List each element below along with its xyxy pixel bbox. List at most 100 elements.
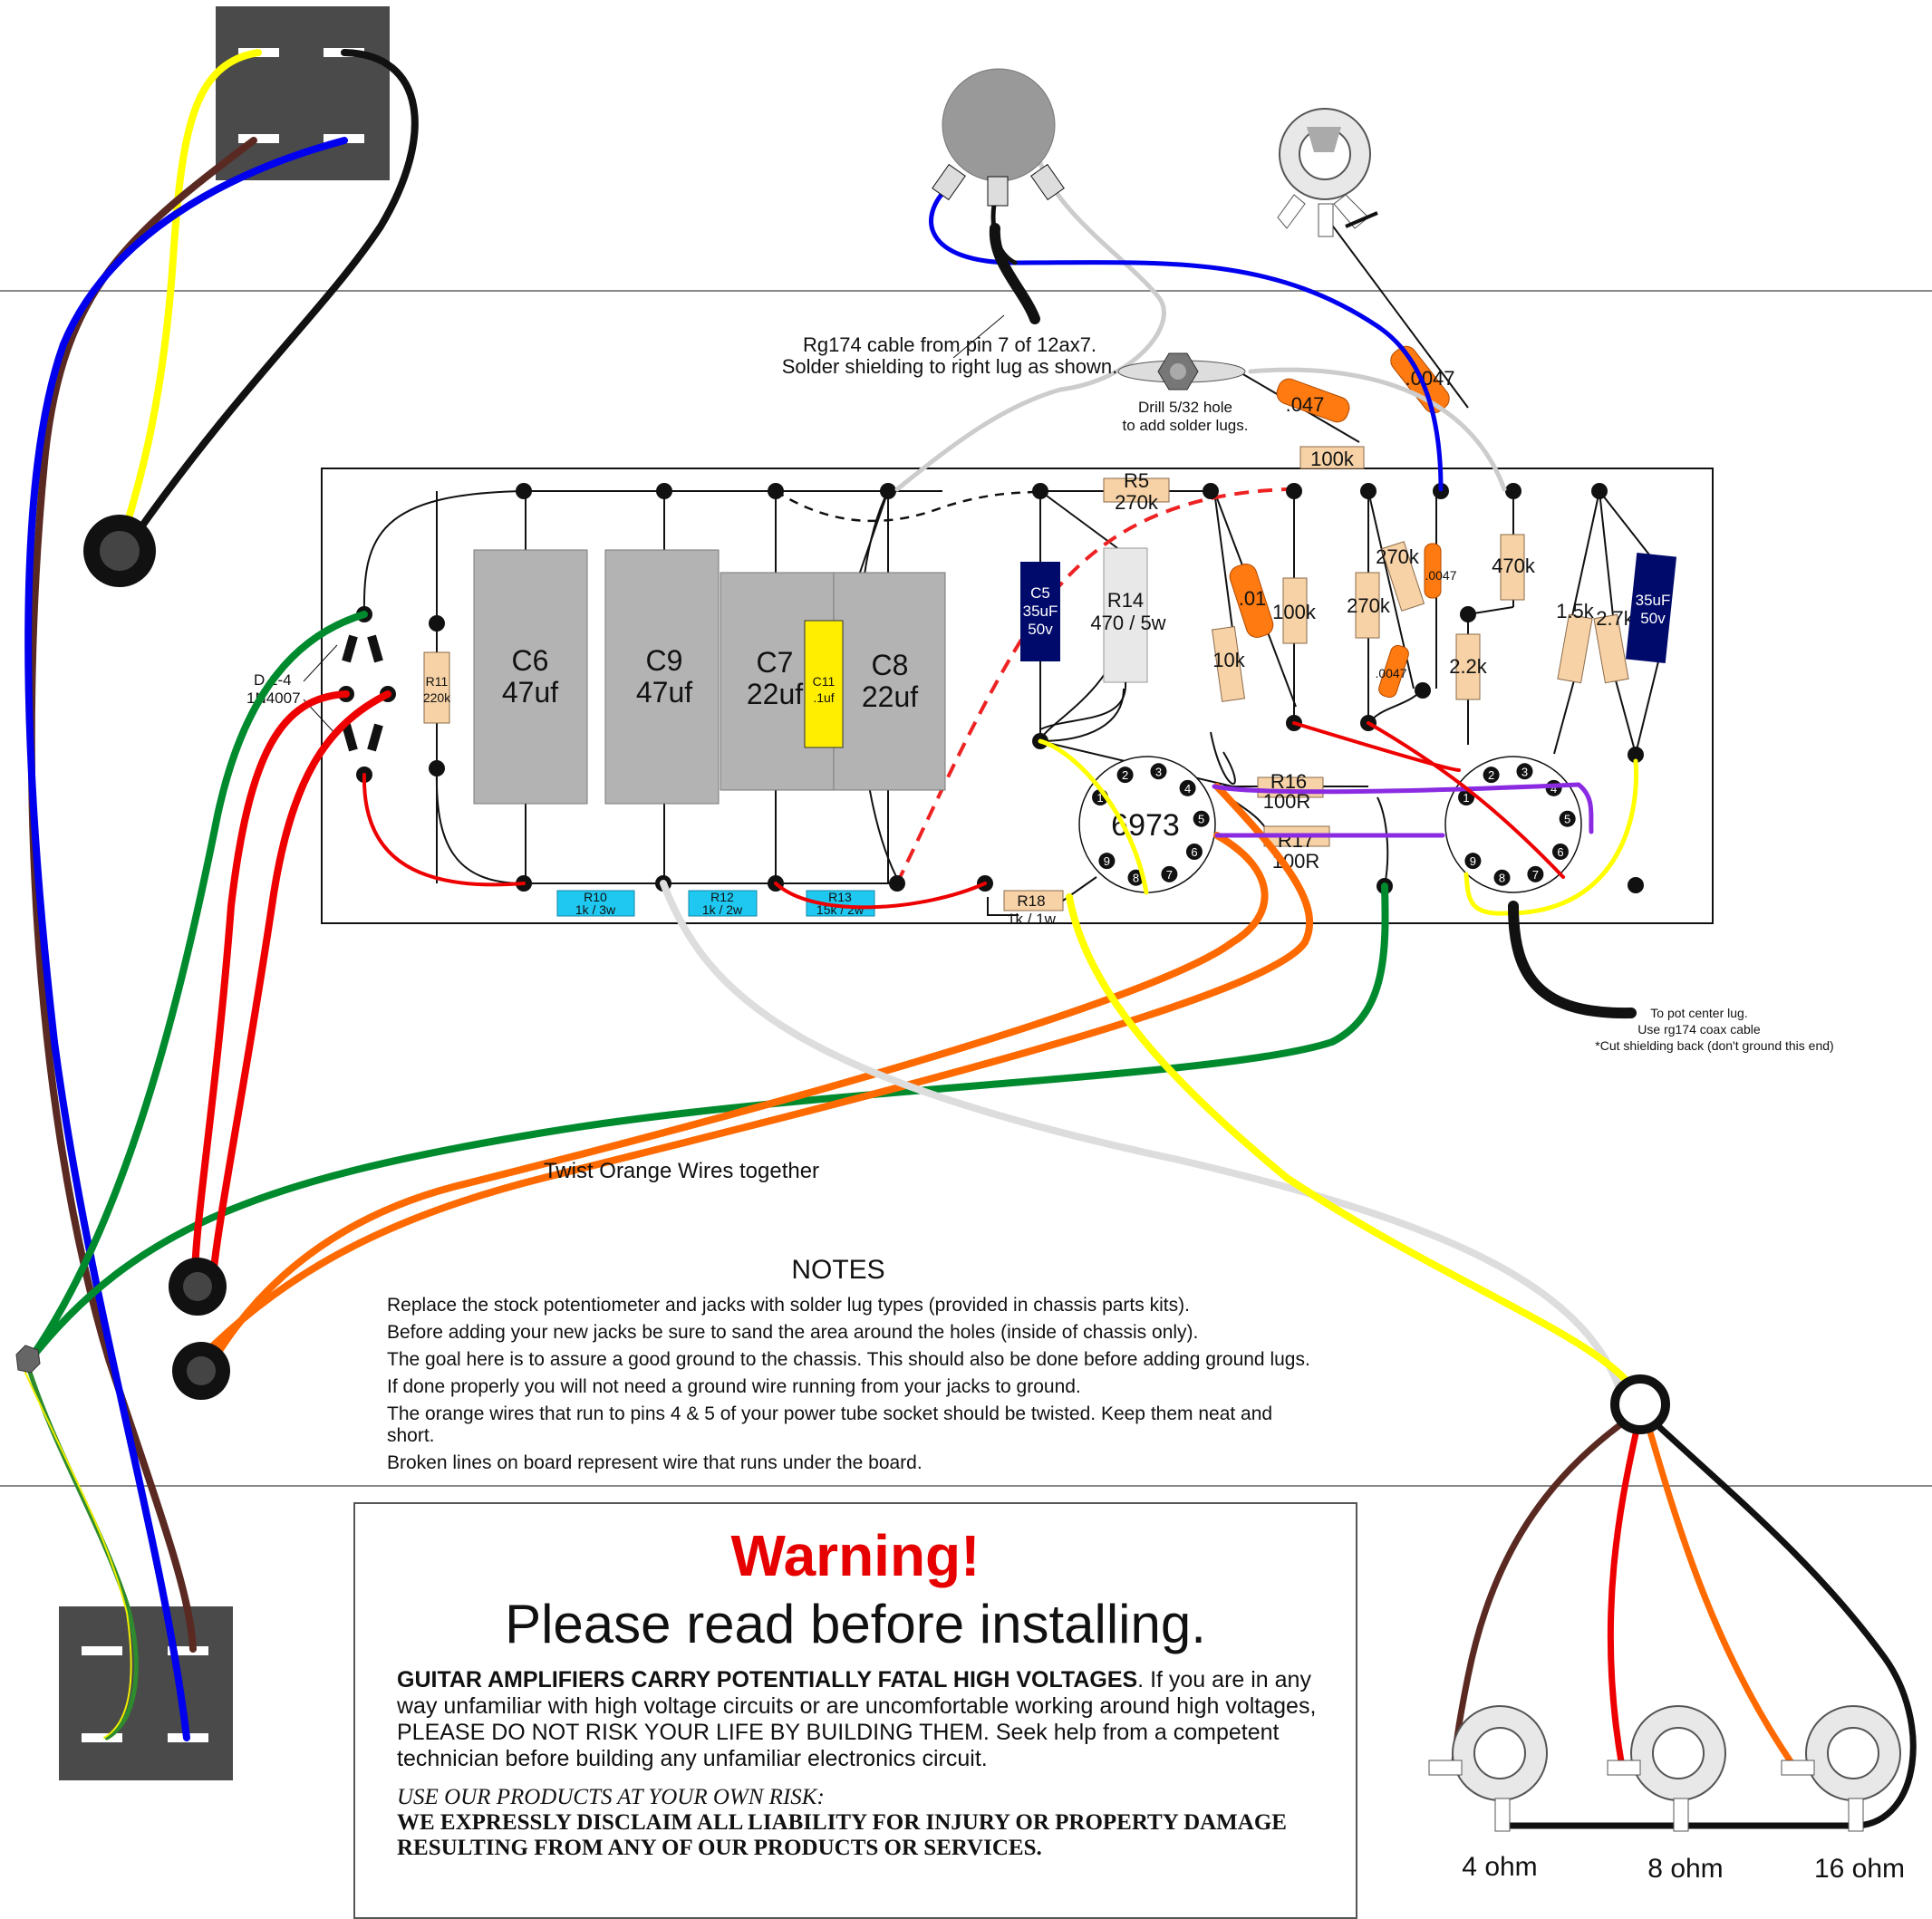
tube-pin (1098, 853, 1116, 870)
cap-35uf-cathode: 35uF 50v (1625, 553, 1677, 663)
svg-text:2.7k: 2.7k (1596, 607, 1635, 630)
speaker-label-8ohm: 8 ohm (1647, 1854, 1723, 1880)
cap-0047-a: .0047 (1424, 543, 1457, 599)
svg-text:220k: 220k (423, 690, 451, 705)
warning-body-text: If you are in any way unfamiliar with hi… (397, 1667, 1317, 1771)
svg-text:1.5k: 1.5k (1556, 600, 1595, 622)
tube-pin-label: 9 (1104, 854, 1110, 868)
notes-line: The goal here is to assure a good ground… (387, 1349, 1310, 1370)
callout-pot-center-1: To pot center lug. (1650, 1006, 1747, 1020)
tube-pin-label: 5 (1564, 813, 1570, 826)
svg-text:35uF: 35uF (1023, 603, 1058, 620)
preamp-tube-socket (1444, 756, 1582, 893)
speaker-jack-16ohm (1781, 1705, 1901, 1832)
wire-blue-power (24, 137, 348, 1741)
tube-pin (1493, 869, 1511, 886)
svg-text:10k: 10k (1212, 649, 1245, 671)
resistor-r11: R11 220k (423, 651, 451, 724)
svg-text:47uf: 47uf (636, 676, 692, 709)
svg-text:C8: C8 (872, 649, 909, 681)
chassis-top-edge (0, 290, 1932, 292)
tube-pin (1551, 844, 1569, 860)
svg-text:50v: 50v (1028, 621, 1053, 638)
ground-lug-left (15, 1345, 41, 1374)
svg-text:C7: C7 (757, 646, 794, 679)
svg-text:2.2k: 2.2k (1449, 655, 1488, 678)
tube-pin (1116, 767, 1134, 784)
resistor-r13: R13 15k / 2w (776, 882, 897, 917)
tube-pin (1527, 865, 1544, 882)
svg-text:R10: R10 (584, 890, 607, 904)
under-board-wire-black-dashed (775, 489, 1041, 523)
tube-pin-label: 9 (1470, 854, 1476, 868)
warning-title: Warning! (730, 1523, 980, 1588)
svg-text:1k / 2w: 1k / 2w (702, 902, 743, 917)
resistor-470k: 470k (1492, 534, 1536, 601)
wire-purple-1 (1212, 782, 1594, 834)
wire-yellow-power (114, 49, 262, 556)
resistor-r14: R14 470 / 5w (1039, 547, 1166, 730)
input-jack-bottom (172, 1342, 230, 1400)
tube-pin (1516, 763, 1533, 780)
filter-cap-c9: C9 47uf (604, 549, 720, 805)
cap-c11: C11 .1uf (804, 620, 844, 748)
wire-gray-pot (894, 160, 1166, 492)
svg-text:.0047: .0047 (1375, 666, 1406, 680)
wire-gray-output (660, 880, 1626, 1399)
cap-01: .01 (1229, 563, 1274, 639)
svg-text:C5: C5 (1030, 584, 1050, 602)
speaker-label-4ohm: 4 ohm (1462, 1852, 1537, 1880)
wire-yellow-output (1066, 893, 1644, 1403)
input-jack-mid (169, 1258, 227, 1316)
tube-pin-label: 2 (1488, 768, 1494, 782)
callout-rg174-line2: Solder shielding to right lug as shown. (782, 355, 1118, 378)
tube-pin-label: 6 (1557, 845, 1563, 859)
speaker-jack-8ohm (1607, 1705, 1726, 1832)
potentiometer (932, 68, 1065, 207)
tube-pin-label: 4 (1550, 782, 1557, 796)
wiring-diagram: C6 47uf C9 47uf C7 22uf C8 22uf C11 .1uf… (15, 6, 1917, 1880)
resistor-r12: R12 1k / 2w (663, 882, 776, 917)
tube-pin-label: 8 (1499, 872, 1505, 885)
wire-orange-2 (196, 783, 1313, 1363)
svg-text:C6: C6 (512, 644, 549, 677)
warning-disclaimer-line: WE EXPRESSLY DISCLAIM ALL LIABILITY FOR … (397, 1810, 1287, 1860)
resistor-1-5k: 1.5k (1556, 600, 1595, 684)
tube-pin (1179, 779, 1196, 796)
wire-red-preamp-2 (1367, 721, 1565, 879)
cap-0047-b: .0047 (1375, 644, 1409, 699)
callout-pot-center-3: *Cut shielding back (don't ground this e… (1595, 1038, 1833, 1053)
power-switch-block-bottom (59, 1606, 233, 1780)
notes-line: Broken lines on board represent wire tha… (387, 1452, 923, 1473)
wire-green-heater-right (24, 882, 1389, 1367)
wire-red-preamp-1 (1292, 721, 1461, 772)
warning-bold-lead: GUITAR AMPLIFIERS CARRY POTENTIALLY FATA… (397, 1667, 1138, 1692)
wire-brown-power (27, 137, 257, 1653)
input-jack-top (83, 515, 156, 587)
svg-text:.0047: .0047 (1425, 568, 1456, 583)
warning-subtitle: Please read before installing. (505, 1594, 1206, 1654)
tube-pin (1193, 810, 1210, 827)
warning-body: GUITAR AMPLIFIERS CARRY POTENTIALLY FATA… (397, 1667, 1317, 1771)
resistor-r18: R18 1k / 1w (1003, 876, 1097, 928)
notes-line: Before adding your new jacks be sure to … (387, 1322, 1199, 1343)
resistor-100k-top: 100k (1299, 446, 1365, 470)
svg-text:270k: 270k (1347, 594, 1391, 617)
wires (21, 49, 1917, 1829)
svg-text:C11: C11 (813, 674, 836, 689)
warning-disclaimer: USE OUR PRODUCTS AT YOUR OWN RISK: WE EX… (397, 1785, 1339, 1861)
ground-lug-drill (1117, 352, 1246, 391)
tube-pin-label: 6 (1191, 845, 1197, 859)
notes-section: NOTES Replace the stock potentiometer an… (385, 1255, 1382, 1480)
svg-text:R11: R11 (426, 674, 449, 689)
notes-line: If done properly you will not need a gro… (387, 1376, 1081, 1397)
warning-box: Warning! Please read before installing. … (353, 1502, 1357, 1919)
wire-red-speaker (1607, 1410, 1644, 1770)
svg-text:100k: 100k (1272, 601, 1317, 623)
svg-text:.01: .01 (1239, 587, 1267, 610)
wire-red-2 (209, 690, 391, 1281)
cap-c5: C5 35uF 50v (1020, 562, 1060, 661)
resistor-r5: R5 270k (1040, 469, 1211, 514)
